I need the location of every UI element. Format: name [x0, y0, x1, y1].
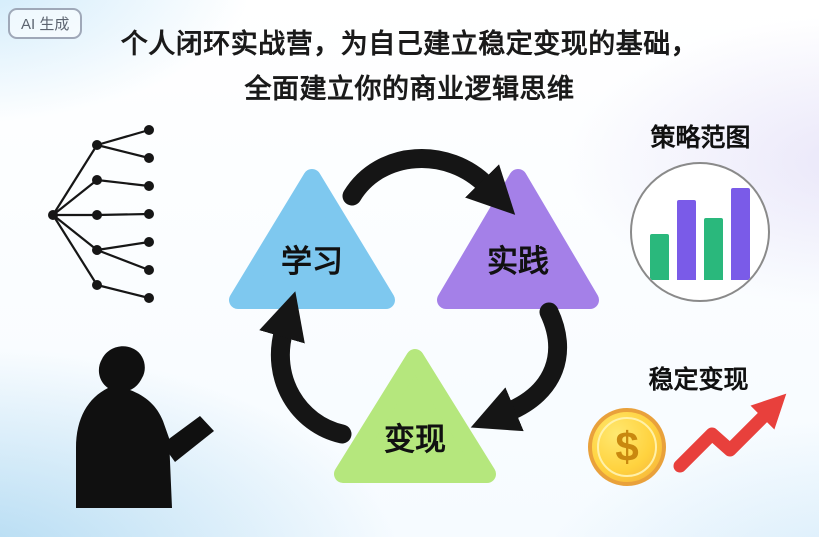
tree-diagram-icon — [48, 125, 154, 303]
practice-label: 实践 — [487, 244, 549, 279]
title-line-2: 全面建立你的商业逻辑思维 — [244, 73, 575, 104]
arrow-practice-to-monetize — [470, 302, 567, 432]
reading-person-icon — [76, 346, 214, 508]
learn-label: 学习 — [281, 244, 343, 279]
strategy-chart-circle — [630, 162, 770, 302]
monetize-triangle — [334, 349, 496, 483]
page-title: 个人闭环实战营，为自己建立稳定变现的基础， 全面建立你的商业逻辑思维 — [0, 22, 819, 111]
monetize-label: 变现 — [384, 422, 446, 457]
practice-triangle — [437, 169, 599, 309]
title-line-1: 个人闭环实战营，为自己建立稳定变现的基础， — [120, 29, 699, 59]
book-icon — [162, 416, 214, 462]
chart-bar — [650, 234, 669, 280]
chart-bar — [677, 200, 696, 280]
tree-nodes — [48, 125, 154, 303]
ai-generated-badge: AI 生成 — [8, 8, 83, 39]
mini-bar-chart — [632, 188, 768, 280]
trend-up-arrow-icon — [673, 393, 787, 473]
chart-bar — [704, 218, 723, 280]
trend-line — [673, 393, 787, 473]
income-section-title: 稳定变现 — [648, 366, 749, 394]
arrow-monetize-to-learn — [259, 291, 352, 444]
dollar-coin-icon: $ — [588, 408, 666, 486]
learn-triangle — [229, 169, 395, 309]
strategy-section-title: 策略范图 — [650, 124, 751, 152]
coin-inner-ring — [597, 417, 657, 477]
tree-edges — [52, 128, 150, 300]
person-body — [76, 346, 172, 508]
chart-bar — [731, 188, 750, 280]
arrow-learn-to-practice — [342, 149, 516, 215]
